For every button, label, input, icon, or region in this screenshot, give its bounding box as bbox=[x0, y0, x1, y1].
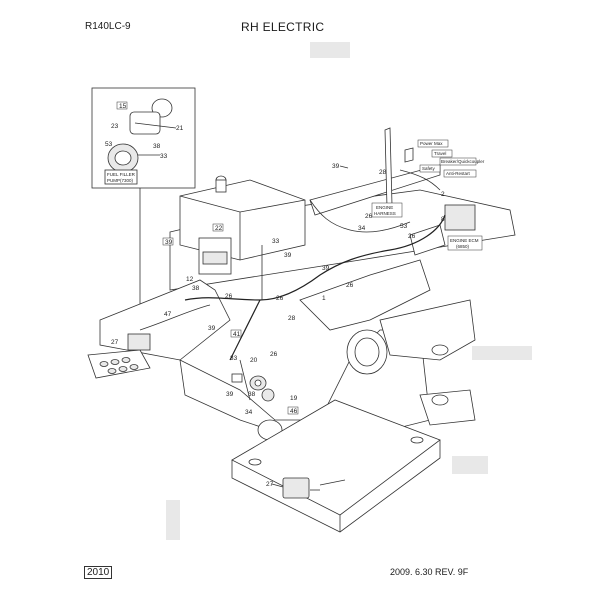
callout: 28 bbox=[288, 315, 296, 322]
callout: 26 bbox=[408, 233, 416, 240]
callout: 27 bbox=[266, 481, 274, 488]
tag-travel: Travel bbox=[431, 149, 453, 158]
tag-text: ENGINE bbox=[376, 205, 393, 210]
callout: 33 bbox=[272, 238, 280, 245]
callout: 26 bbox=[225, 293, 233, 300]
tag-power-max: Power Max bbox=[417, 139, 449, 148]
tag-engine-ecm: ENGINE ECM (6850) bbox=[447, 235, 483, 251]
callout: 41 bbox=[233, 331, 241, 338]
lower-bracket-components bbox=[231, 373, 275, 402]
tag-text: HARNESS bbox=[374, 211, 396, 216]
callout: 39 bbox=[332, 163, 340, 170]
detail-label-line2: PUMP(7300) bbox=[107, 178, 134, 183]
tag-text: Travel bbox=[434, 151, 446, 156]
callout: 22 bbox=[215, 225, 223, 232]
callout: 27 bbox=[111, 339, 119, 346]
callout: 19 bbox=[290, 395, 298, 402]
tag-safety: Safety bbox=[419, 164, 441, 173]
detail-callout: 33 bbox=[160, 153, 168, 160]
wire-harness bbox=[139, 169, 446, 401]
callout: 38 bbox=[248, 391, 256, 398]
callout: 39 bbox=[165, 239, 173, 246]
callout: 47 bbox=[164, 311, 172, 318]
tag-engine-harness: ENGINE HARNESS bbox=[371, 202, 403, 218]
callout: 46 bbox=[290, 408, 298, 415]
callout: 26 bbox=[365, 213, 373, 220]
callout: 20 bbox=[250, 357, 258, 364]
detail-callout: 21 bbox=[176, 125, 184, 132]
detail-callout: 53 bbox=[105, 141, 113, 148]
detail-inset bbox=[91, 87, 196, 312]
main-body bbox=[99, 259, 476, 441]
tag-anti-restart: Anti-Restart bbox=[443, 169, 477, 178]
tag-breaker: Breaker/Quickcoupler bbox=[439, 157, 485, 166]
tag-text: (6850) bbox=[456, 244, 470, 249]
detail-callout: 38 bbox=[153, 143, 161, 150]
left-step bbox=[87, 333, 151, 379]
callout: 39 bbox=[322, 265, 330, 272]
callout: 2 bbox=[441, 191, 445, 198]
lower-step bbox=[231, 399, 441, 533]
page-title: RH ELECTRIC bbox=[241, 20, 325, 34]
detail-callout: 15 bbox=[119, 103, 127, 110]
tag-text: Breaker/Quickcoupler bbox=[441, 159, 485, 164]
model-number: R140LC-9 bbox=[85, 21, 131, 32]
callout: 34 bbox=[245, 409, 253, 416]
callout: 1 bbox=[322, 295, 326, 302]
callout: 39 bbox=[226, 391, 234, 398]
upper-frame bbox=[169, 127, 516, 291]
callout: 33 bbox=[230, 355, 238, 362]
revision-date: 2009. 6.30 REV. 9F bbox=[390, 567, 469, 577]
detail-callouts: 15 23 21 38 53 33 bbox=[105, 101, 184, 160]
tag-text: Anti-Restart bbox=[446, 171, 471, 176]
callout: 34 bbox=[358, 225, 366, 232]
detail-label-box: FUEL FILLER PUMP(7300) bbox=[104, 169, 138, 185]
detail-label-line1: FUEL FILLER bbox=[107, 172, 136, 177]
detail-callout: 23 bbox=[111, 123, 119, 130]
callouts: 39 28 26 34 53 26 2 8 22 33 39 39 39 26 … bbox=[111, 163, 445, 491]
callout: 39 bbox=[208, 325, 216, 332]
callout: 28 bbox=[379, 169, 387, 176]
callout: 26 bbox=[270, 351, 278, 358]
callout: 38 bbox=[192, 285, 200, 292]
page-number: 2010 bbox=[84, 566, 113, 579]
tag-text: Power Max bbox=[420, 141, 443, 146]
callout: 26 bbox=[276, 295, 284, 302]
callout: 26 bbox=[346, 282, 354, 289]
callout: 53 bbox=[400, 223, 408, 230]
watermark-smudges bbox=[166, 42, 532, 540]
tag-text: ENGINE ECM bbox=[450, 238, 479, 243]
callout: 39 bbox=[284, 252, 292, 259]
callout: 12 bbox=[186, 276, 194, 283]
callout: 8 bbox=[441, 216, 445, 223]
tag-text: Safety bbox=[422, 166, 436, 171]
